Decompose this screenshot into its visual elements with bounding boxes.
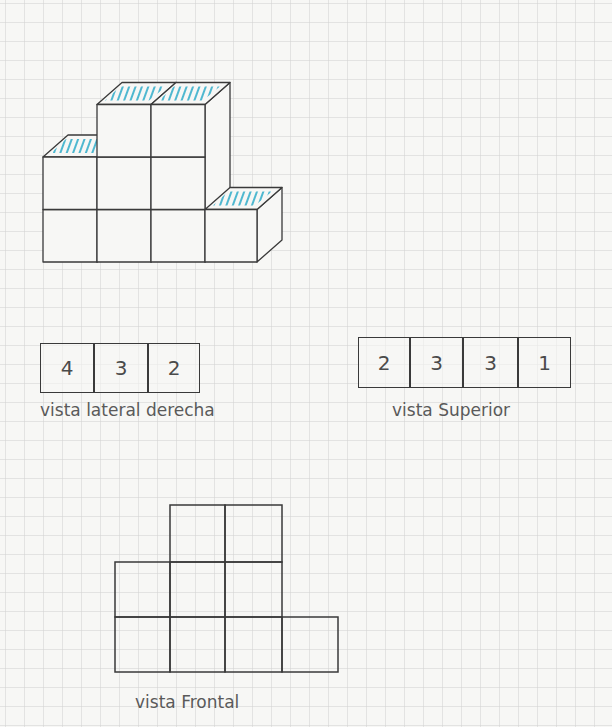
- cube-face: [97, 157, 151, 210]
- top-face-shading: [213, 192, 272, 206]
- cell-number: 3: [115, 356, 128, 380]
- view-cell: 1: [518, 337, 571, 388]
- cube-face: [151, 83, 230, 105]
- cube-face: [151, 210, 205, 263]
- view-caption: vista Frontal: [135, 692, 239, 712]
- view-cell: 2: [148, 343, 200, 393]
- cube-face: [151, 157, 205, 210]
- cell-number: 2: [378, 351, 391, 375]
- cube-face: [151, 105, 205, 158]
- view-cell: 3: [94, 343, 148, 393]
- cube-face: [205, 188, 282, 210]
- view-cell: 3: [410, 337, 463, 388]
- view-cell: 4: [40, 343, 94, 393]
- cube-face: [97, 210, 151, 263]
- top-face-shading: [105, 87, 166, 101]
- cell-number: 2: [168, 356, 181, 380]
- view-caption: vista Superior: [392, 400, 510, 420]
- cell-number: 3: [430, 351, 443, 375]
- view-caption: vista lateral derecha: [40, 400, 215, 420]
- cell-number: 4: [61, 356, 74, 380]
- cube-face: [205, 210, 257, 263]
- view-cell: 2: [358, 337, 410, 388]
- cell-number: 3: [484, 351, 497, 375]
- cell-number: 1: [538, 351, 551, 375]
- top-face-shading: [159, 87, 220, 101]
- view-cell: 3: [463, 337, 518, 388]
- cube-face: [43, 157, 97, 210]
- cube-face: [43, 210, 97, 263]
- cube-face: [97, 105, 151, 158]
